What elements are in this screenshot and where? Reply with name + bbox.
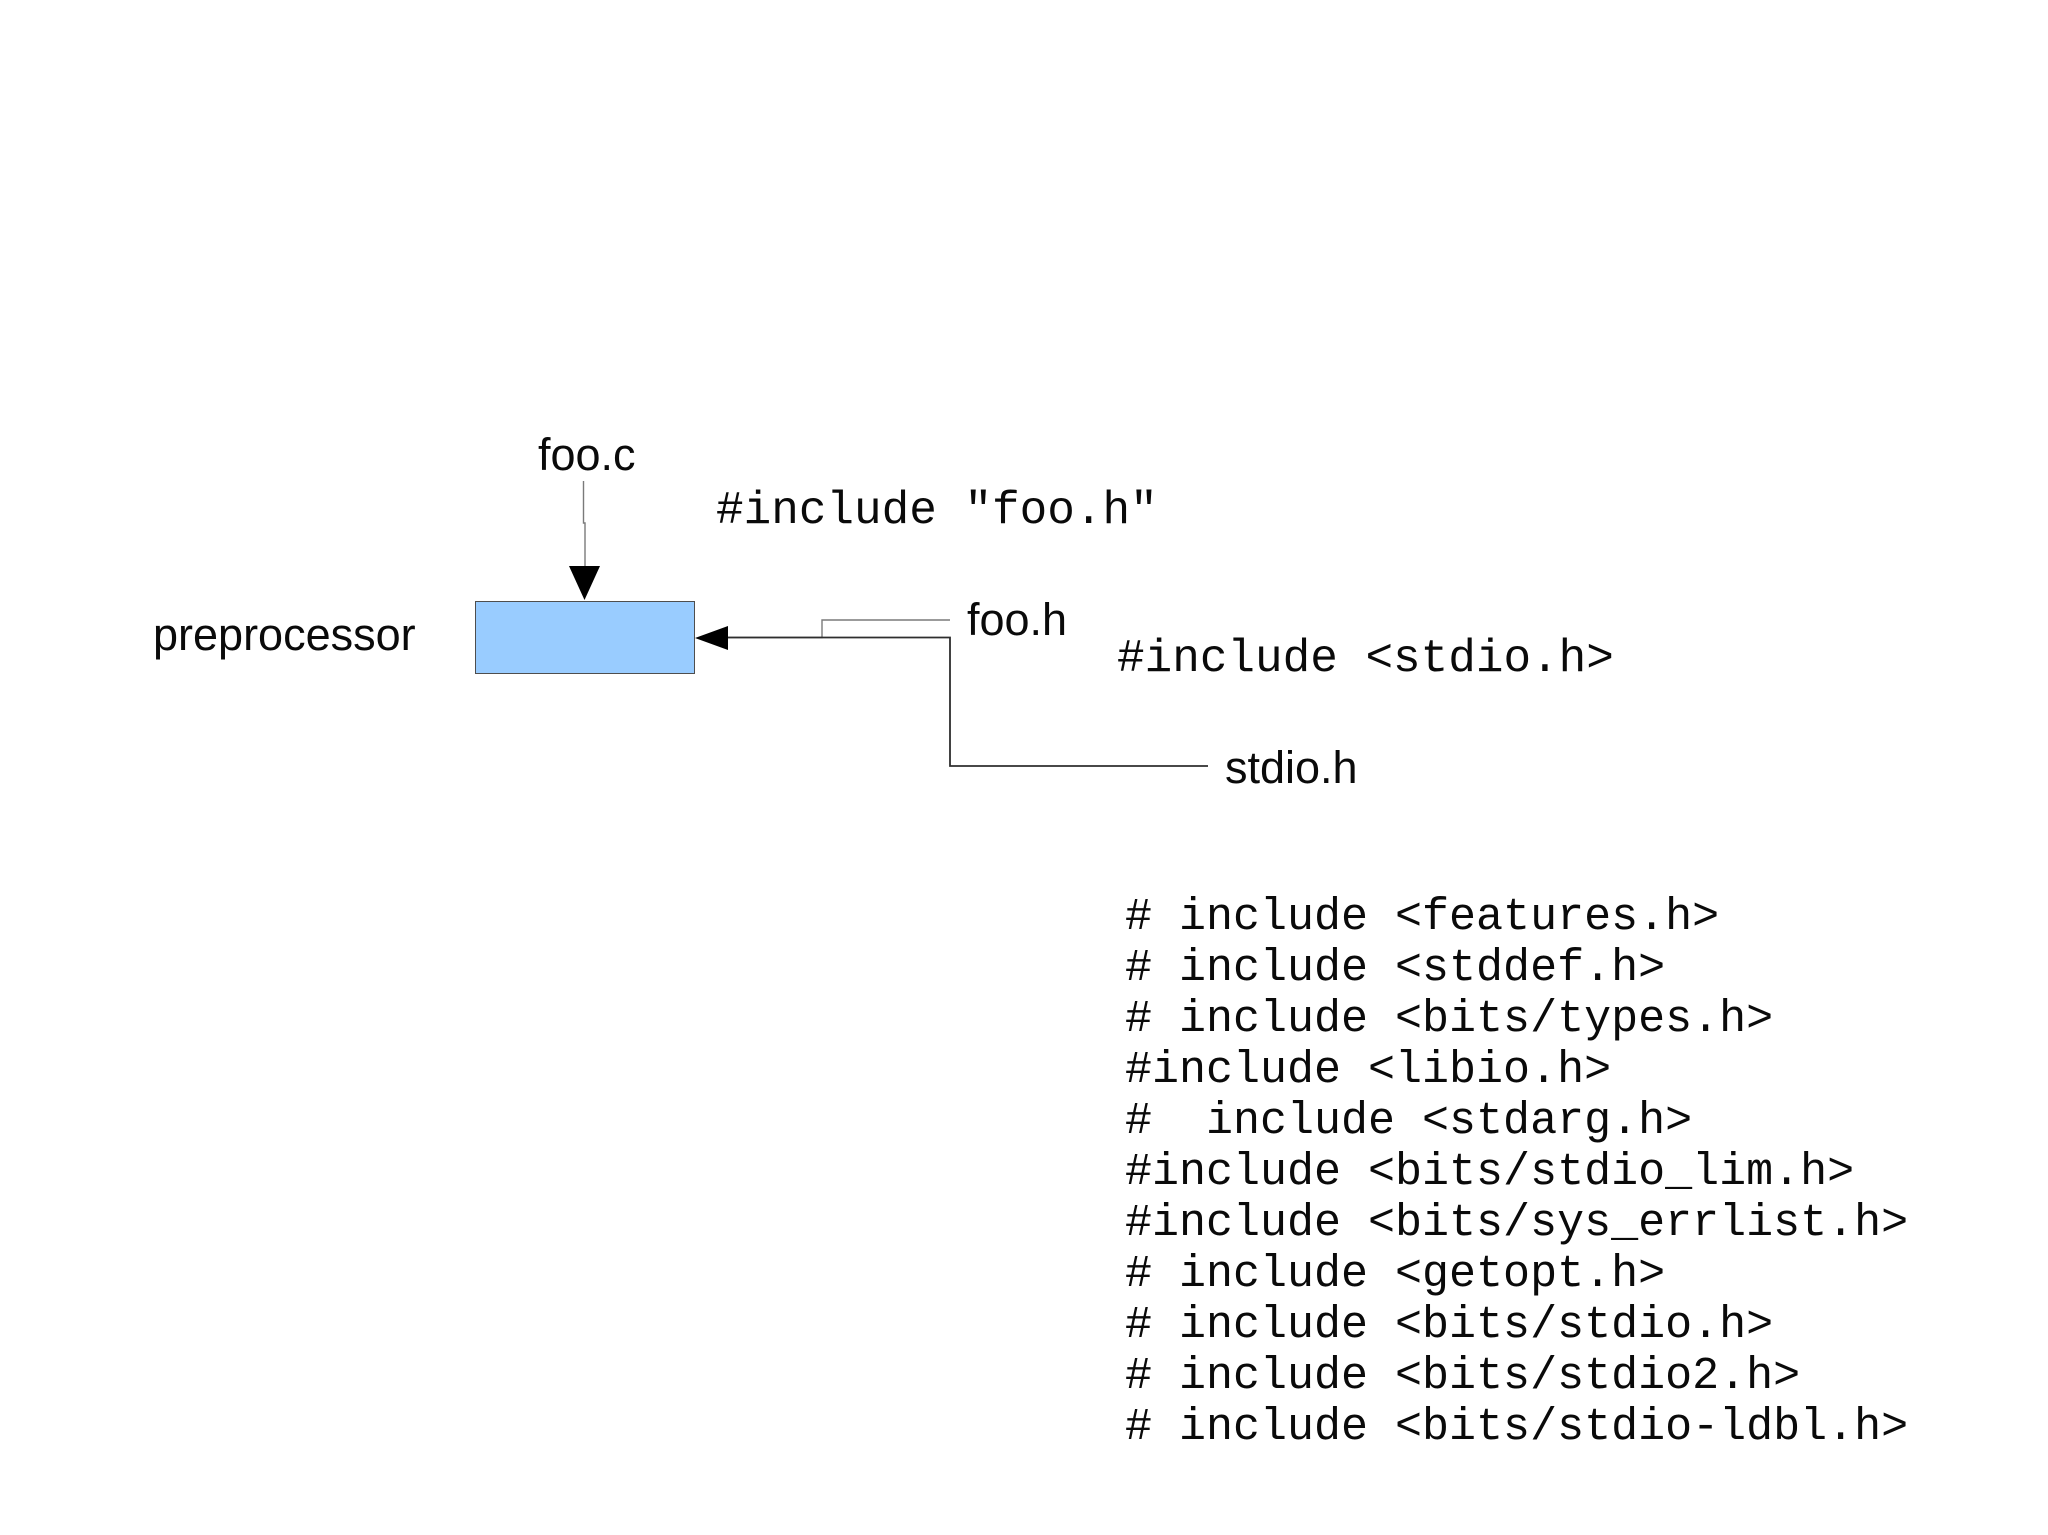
left-arrowhead — [695, 626, 728, 650]
code-line: #include <bits/stdio_lim.h> — [1125, 1147, 1855, 1198]
stdio-include-list: # include <features.h># include <stddef.… — [1125, 892, 1908, 1453]
code-line: # include <stddef.h> — [1125, 943, 1666, 994]
foo-c-label: foo.c — [538, 429, 636, 480]
code-line: #include <bits/sys_errlist.h> — [1125, 1198, 1909, 1249]
preprocessor-box — [475, 601, 695, 674]
down-arrowhead — [569, 566, 600, 600]
include-foo-directive: #include "foo.h" — [716, 485, 1158, 537]
code-line: # include <features.h> — [1125, 892, 1720, 943]
code-line: #include <libio.h> — [1125, 1045, 1612, 1096]
code-line: # include <bits/types.h> — [1125, 994, 1774, 1045]
preprocessor-label: preprocessor — [153, 609, 416, 660]
code-line: # include <bits/stdio-ldbl.h> — [1125, 1402, 1909, 1453]
stdio-h-label: stdio.h — [1225, 742, 1358, 793]
code-line: # include <stdarg.h> — [1125, 1096, 1693, 1147]
code-line: # include <getopt.h> — [1125, 1249, 1666, 1300]
foo-h-label: foo.h — [967, 594, 1068, 645]
foo-h-connector-line — [712, 619, 950, 639]
code-line: # include <bits/stdio2.h> — [1125, 1351, 1801, 1402]
include-stdio-directive: #include <stdio.h> — [1117, 633, 1614, 685]
code-line: # include <bits/stdio.h> — [1125, 1300, 1774, 1351]
foo-c-drop-line — [582, 481, 586, 566]
